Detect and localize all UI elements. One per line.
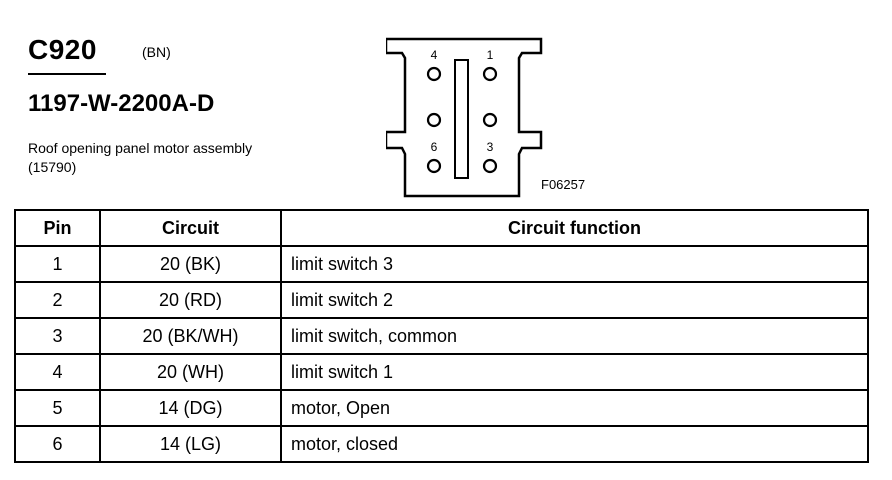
table-row: 4 20 (WH) limit switch 1 (14, 353, 869, 391)
pin-cavity (482, 112, 498, 128)
connector-housing-outline (386, 37, 543, 198)
description-line: (15790) (28, 159, 77, 175)
header-circuit-function: Circuit function (280, 209, 869, 247)
pin-label-6: 6 (431, 140, 438, 154)
part-number: 1197-W-2200A-D (28, 90, 215, 117)
pin-label-3: 3 (487, 140, 494, 154)
pin-cell: 6 (14, 425, 101, 463)
table-row: 6 14 (LG) motor, closed (14, 425, 869, 463)
pinout-table: Pin Circuit Circuit function 1 20 (BK) l… (14, 209, 869, 463)
pin-cavity (482, 158, 498, 174)
pin-cavity (426, 112, 442, 128)
component-description: Roof opening panel motor assembly (15790… (28, 139, 252, 177)
connector-underline (28, 73, 106, 75)
connector-center-key (454, 59, 469, 179)
circuit-cell: 14 (DG) (99, 389, 282, 427)
pin-cell: 4 (14, 353, 101, 391)
pin-cavity (426, 66, 442, 82)
header-circuit: Circuit (99, 209, 282, 247)
description-line: Roof opening panel motor assembly (28, 140, 253, 156)
circuit-cell: 20 (BK) (99, 245, 282, 283)
circuit-cell: 20 (BK/WH) (99, 317, 282, 355)
pin-label-4: 4 (431, 48, 438, 62)
circuit-cell: 20 (RD) (99, 281, 282, 319)
circuit-cell: 20 (WH) (99, 353, 282, 391)
function-cell: motor, Open (280, 389, 869, 427)
table-row: 1 20 (BK) limit switch 3 (14, 245, 869, 283)
function-cell: limit switch 2 (280, 281, 869, 319)
connector-face-diagram: 4 1 6 3 (386, 37, 543, 198)
pin-cell: 5 (14, 389, 101, 427)
function-cell: limit switch, common (280, 317, 869, 355)
color-code: (BN) (142, 44, 171, 60)
circuit-cell: 14 (LG) (99, 425, 282, 463)
table-header-row: Pin Circuit Circuit function (14, 209, 869, 247)
table-row: 2 20 (RD) limit switch 2 (14, 281, 869, 319)
table-row: 5 14 (DG) motor, Open (14, 389, 869, 427)
table-row: 3 20 (BK/WH) limit switch, common (14, 317, 869, 355)
pin-cavity (482, 66, 498, 82)
pin-cell: 2 (14, 281, 101, 319)
connector-id: C920 (28, 34, 97, 65)
function-cell: limit switch 3 (280, 245, 869, 283)
function-cell: limit switch 1 (280, 353, 869, 391)
pin-cavity (426, 158, 442, 174)
function-cell: motor, closed (280, 425, 869, 463)
figure-code: F06257 (541, 177, 586, 192)
header-pin: Pin (14, 209, 101, 247)
pin-cell: 1 (14, 245, 101, 283)
pin-cell: 3 (14, 317, 101, 355)
pin-label-1: 1 (487, 48, 494, 62)
